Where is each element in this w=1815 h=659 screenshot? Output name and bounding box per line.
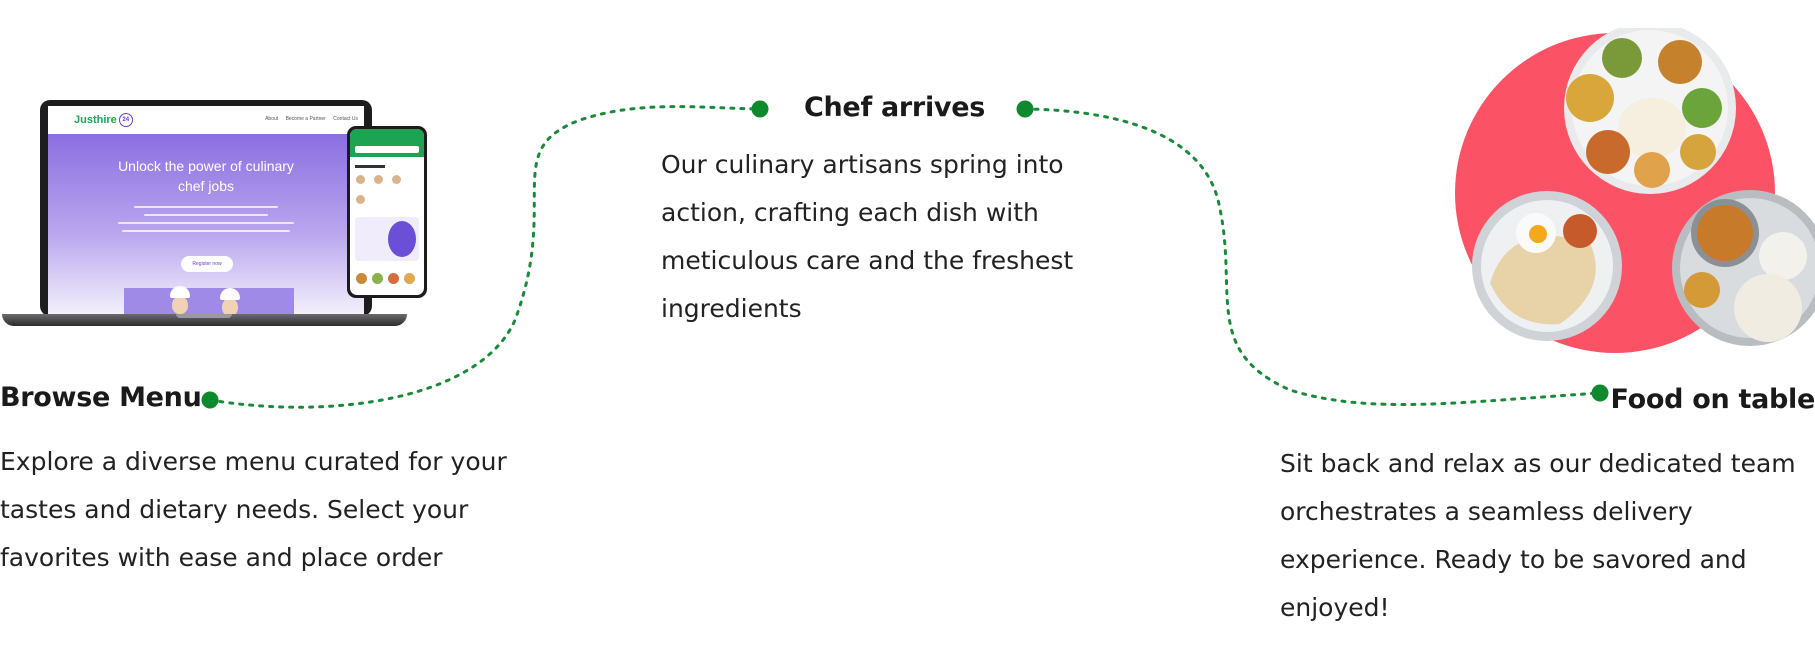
step-description-food-on-table: Sit back and relax as our dedicated team… (1280, 440, 1815, 632)
mockup-nav-link: About (265, 116, 279, 122)
hero-text-line (144, 214, 268, 216)
laptop-base (2, 314, 407, 326)
beans-serving (1682, 88, 1722, 128)
description-line: favorites with ease and place order (0, 543, 443, 572)
description-line: experience. Ready to be savored and (1280, 545, 1747, 574)
chef-figure (220, 288, 240, 314)
curry (1697, 205, 1753, 261)
mockup-nav-link: Become a Partner (285, 116, 326, 122)
chef-figure (170, 286, 190, 314)
connector-path-1 (208, 105, 762, 409)
phone-category-item (374, 175, 383, 184)
description-line: enjoyed! (1280, 593, 1390, 622)
carrot-serving (1586, 130, 1630, 174)
mockup-hero-title: Unlock the power of culinary chef jobs (118, 158, 294, 194)
phone-food-item (372, 273, 383, 284)
step-dot-chef-right (1016, 100, 1034, 118)
curry-serving (1602, 38, 1642, 78)
step-title-chef-arrives: Chef arrives (804, 92, 985, 123)
fritter-serving (1634, 152, 1670, 188)
sabzi-serving (1658, 40, 1702, 84)
step-dot-chef-left (751, 100, 769, 118)
description-line: Sit back and relax as our dedicated team (1280, 449, 1796, 478)
phone-food-item (356, 273, 367, 284)
description-line: tastes and dietary needs. Select your (0, 495, 469, 524)
mockup-hero: Unlock the power of culinary chef jobs R… (48, 134, 364, 314)
side-dish (1684, 272, 1720, 308)
food-illustration (1455, 28, 1815, 353)
description-line: meticulous care and the freshest (661, 246, 1074, 275)
chutney (1563, 214, 1597, 248)
description-line: ingredients (661, 294, 802, 323)
rice-serving (1618, 98, 1686, 158)
phone-category-item (356, 195, 365, 204)
phone-screen (350, 129, 424, 295)
connector-path-2 (1023, 107, 1602, 407)
logo-badge: 24 (118, 113, 133, 127)
egg-yolk (1529, 225, 1547, 243)
mockup-nav-link: Contact Us (333, 116, 358, 122)
mockup-hero-strip (124, 286, 294, 314)
idli (1759, 232, 1807, 280)
dosa (1490, 236, 1596, 325)
hero-text-line (134, 206, 278, 208)
phone-food-item (404, 273, 415, 284)
mockup-nav-links: About Become a Partner Contact Us (259, 116, 358, 122)
description-line: Our culinary artisans spring into (661, 150, 1064, 179)
phone-food-item (388, 273, 399, 284)
step-dot-browse (201, 391, 219, 409)
phone-category-item (356, 175, 365, 184)
phone-search-bar (355, 146, 419, 153)
step-title-food-on-table: Food on table (1610, 384, 1815, 415)
step-description-chef-arrives: Our culinary artisans spring into action… (661, 141, 1181, 333)
potato-serving (1680, 134, 1716, 170)
phone-section-title (355, 165, 385, 168)
phone-mockup (347, 126, 427, 298)
appam (1734, 274, 1802, 342)
step-description-browse-menu: Explore a diverse menu curated for your … (0, 438, 560, 582)
phone-chef-avatar (388, 221, 416, 257)
phone-category-item (392, 175, 401, 184)
step-title-browse-menu: Browse Menu (0, 382, 202, 413)
mockup-register-button: Register now (181, 256, 233, 272)
description-line: action, crafting each dish with (661, 198, 1039, 227)
dal-serving (1566, 74, 1614, 122)
hero-text-line (118, 222, 294, 224)
description-line: Explore a diverse menu curated for your (0, 447, 507, 476)
step-dot-food (1591, 384, 1609, 402)
laptop-notch (176, 314, 232, 318)
description-line: orchestrates a seamless delivery (1280, 497, 1693, 526)
hero-text-line (122, 230, 290, 232)
